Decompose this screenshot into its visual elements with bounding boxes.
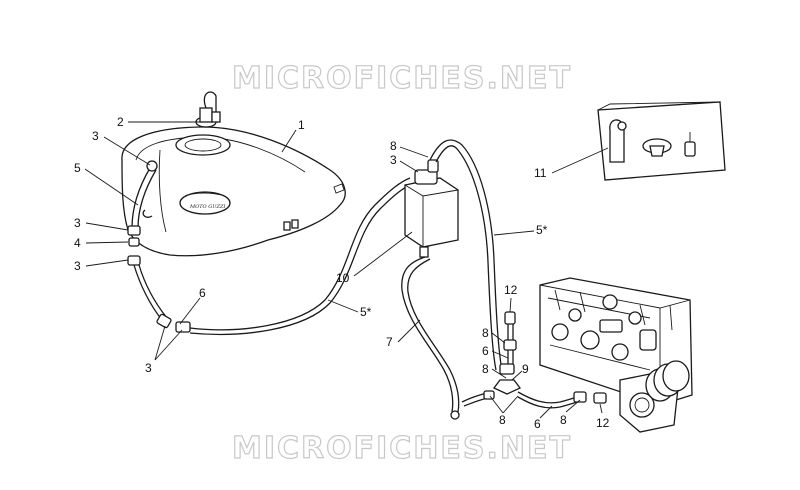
callout-8-a: 8: [390, 139, 397, 153]
breather-hose-left: [131, 160, 158, 229]
callout-8-c: 8: [482, 362, 489, 376]
callout-8-d: 8: [499, 413, 506, 427]
callout-3-b: 3: [74, 216, 81, 230]
callout-5-star-a: 5*: [360, 305, 372, 319]
callout-3-c: 3: [74, 259, 81, 273]
hose-7: [401, 256, 460, 420]
callout-11: 11: [534, 166, 547, 180]
callout-3-e: 3: [390, 153, 397, 167]
hose-5-star-left: [189, 177, 415, 336]
tank-badge: [179, 191, 231, 215]
watermark-top: MICROFICHES.NET: [232, 61, 572, 96]
tank-badge-text: MOTO GUZZI: [189, 204, 226, 210]
callout-6-a: 6: [199, 286, 206, 300]
callout-6-b: 6: [482, 344, 489, 358]
callout-4: 4: [74, 236, 81, 250]
callout-2: 2: [117, 115, 124, 129]
bellows: [645, 360, 690, 402]
callout-8-b: 8: [482, 326, 489, 340]
throttle-body-assembly: [539, 277, 693, 433]
callout-9: 9: [522, 362, 529, 376]
callout-5-star-b: 5*: [536, 223, 548, 237]
callout-7: 7: [386, 335, 393, 349]
callout-12-b: 12: [596, 416, 610, 430]
hose-5-star-right: [429, 139, 503, 371]
leader-lines: [84, 121, 609, 419]
callout-3-d: 3: [145, 361, 152, 375]
left-fittings: [127, 225, 191, 333]
callout-5-a: 5: [74, 161, 81, 175]
callout-8-e: 8: [560, 413, 567, 427]
filler-cap-assembly: [195, 91, 221, 128]
charcoal-canister: [404, 159, 459, 258]
callout-12-a: 12: [504, 283, 518, 297]
engine-details: [551, 289, 673, 361]
callout-10: 10: [336, 271, 350, 285]
callout-3-a: 3: [92, 129, 99, 143]
callout-1: 1: [298, 118, 305, 132]
kit-11: [597, 101, 726, 181]
y-junction: [461, 311, 607, 409]
fuel-tank: MOTO GUZZI: [121, 126, 346, 257]
callout-6-c: 6: [534, 417, 541, 431]
callout-labels: 2 1 3 5 3 4 3 6 3 5* 10 7 8 3 11 5* 12 8…: [74, 115, 610, 431]
watermark-bottom: MICROFICHES.NET: [232, 431, 572, 466]
